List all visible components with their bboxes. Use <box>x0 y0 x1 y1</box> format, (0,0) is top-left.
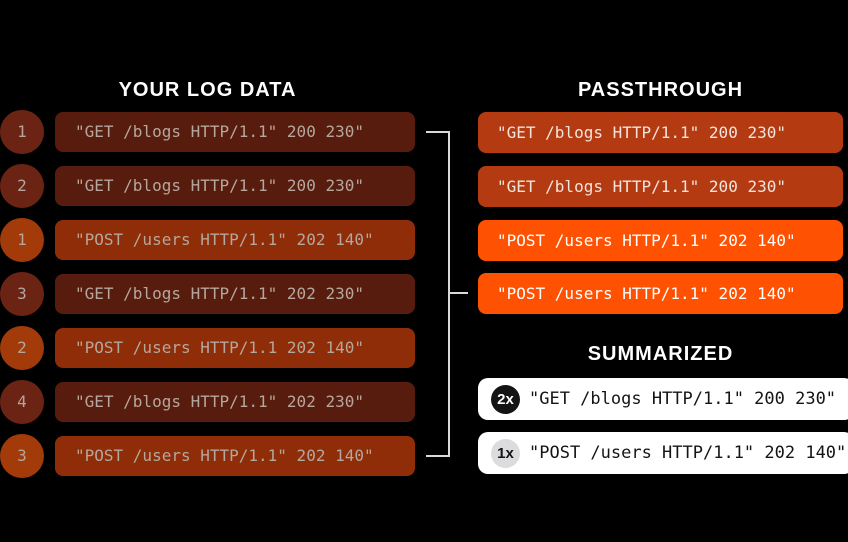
log-row-text: "GET /blogs HTTP/1.1" 200 230" <box>55 166 415 206</box>
log-row-text: "POST /users HTTP/1.1 202 140" <box>55 328 415 368</box>
summarized-row-text: "POST /users HTTP/1.1" 202 140" <box>529 443 847 463</box>
log-row: 1 "GET /blogs HTTP/1.1" 200 230" <box>0 110 415 154</box>
bracket-vertical-line <box>448 131 450 457</box>
log-row: 3 "GET /blogs HTTP/1.1" 202 230" <box>0 272 415 316</box>
log-row: 2 "GET /blogs HTTP/1.1" 200 230" <box>0 164 415 208</box>
bracket-middle-tick <box>448 292 468 294</box>
passthrough-row: "POST /users HTTP/1.1" 202 140" <box>478 220 843 261</box>
log-row-text: "POST /users HTTP/1.1" 202 140" <box>55 436 415 476</box>
log-row-text: "GET /blogs HTTP/1.1" 202 230" <box>55 382 415 422</box>
log-row-count-badge: 1 <box>0 218 44 262</box>
summarized-title: SUMMARIZED <box>587 343 734 365</box>
log-row-count-badge: 2 <box>0 326 44 370</box>
summarized-row-text: "GET /blogs HTTP/1.1" 200 230" <box>529 389 837 409</box>
log-row-count-badge: 3 <box>0 272 44 316</box>
passthrough-title: PASSTHROUGH <box>577 79 744 101</box>
log-row-text: "GET /blogs HTTP/1.1" 200 230" <box>55 112 415 152</box>
summarized-row: 2x "GET /blogs HTTP/1.1" 200 230" <box>478 378 848 420</box>
bracket-bottom-arm <box>426 455 449 457</box>
log-row-count-badge: 3 <box>0 434 44 478</box>
passthrough-row: "POST /users HTTP/1.1" 202 140" <box>478 273 843 314</box>
summarized-row: 1x "POST /users HTTP/1.1" 202 140" <box>478 432 848 474</box>
log-row-count-badge: 1 <box>0 110 44 154</box>
summary-count-badge: 2x <box>491 384 520 414</box>
log-row: 2 "POST /users HTTP/1.1 202 140" <box>0 326 415 370</box>
your-log-data-title: YOUR LOG DATA <box>118 79 297 101</box>
log-row-count-badge: 4 <box>0 380 44 424</box>
log-row: 3 "POST /users HTTP/1.1" 202 140" <box>0 434 415 478</box>
passthrough-row: "GET /blogs HTTP/1.1" 200 230" <box>478 166 843 207</box>
log-row-count-badge: 2 <box>0 164 44 208</box>
log-row-text: "GET /blogs HTTP/1.1" 202 230" <box>55 274 415 314</box>
passthrough-row: "GET /blogs HTTP/1.1" 200 230" <box>478 112 843 153</box>
log-row: 1 "POST /users HTTP/1.1" 202 140" <box>0 218 415 262</box>
summary-count-badge: 1x <box>491 438 520 468</box>
log-row: 4 "GET /blogs HTTP/1.1" 202 230" <box>0 380 415 424</box>
log-row-text: "POST /users HTTP/1.1" 202 140" <box>55 220 415 260</box>
bracket-top-arm <box>426 131 449 133</box>
